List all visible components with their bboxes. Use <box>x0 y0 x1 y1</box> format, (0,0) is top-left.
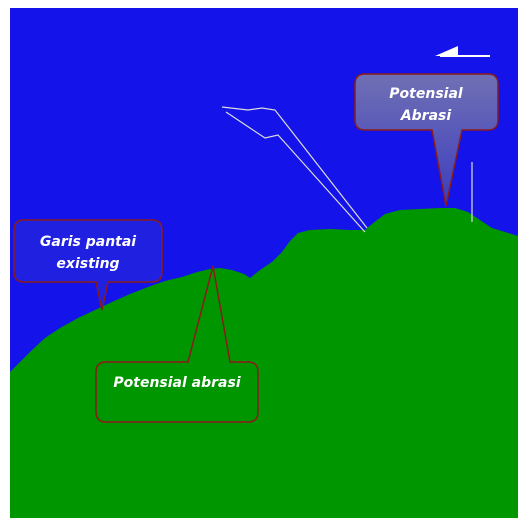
breakwater-line-outer <box>221 106 368 229</box>
callout-existing-shoreline: Garis pantai existing <box>13 219 163 311</box>
callout-abrasion-upper-line1: Potensial <box>389 86 463 102</box>
callout-abrasion-lower-label: Potensial abrasi <box>113 375 240 391</box>
callout-abrasion-upper-line2: Abrasi <box>400 108 452 124</box>
breakwater-line-inner <box>225 111 366 233</box>
callout-abrasion-lower: Potensial abrasi <box>95 265 259 423</box>
arrow-left-icon <box>435 46 490 57</box>
callout-existing-shoreline-line1: Garis pantai <box>40 234 136 250</box>
callout-abrasion-lower-bubble <box>95 265 259 423</box>
callout-abrasion-upper: Potensial Abrasi <box>354 73 499 207</box>
callout-existing-shoreline-line2: existing <box>56 256 119 272</box>
land-area <box>10 208 518 518</box>
structure-lines <box>221 106 473 233</box>
callout-existing-shoreline-bubble <box>13 219 163 311</box>
callout-abrasion-upper-bubble <box>354 73 499 207</box>
